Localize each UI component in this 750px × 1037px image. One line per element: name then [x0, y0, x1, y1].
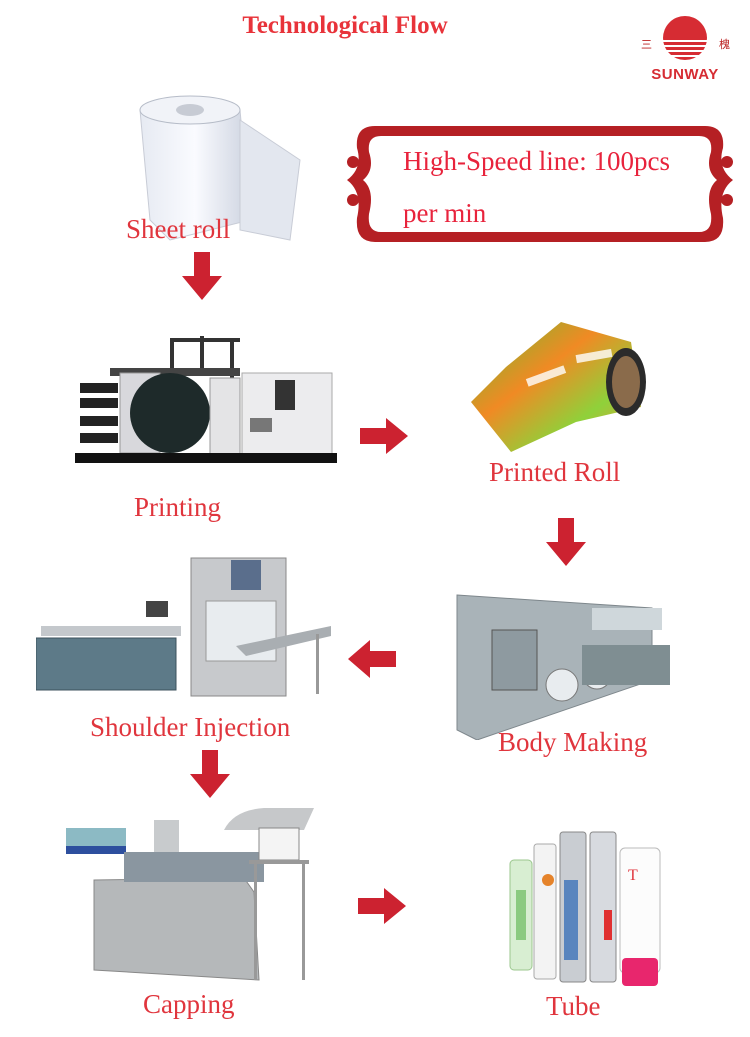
- speed-banner: High-Speed line: 100pcs per min: [345, 118, 735, 250]
- tube-brand-mark: T: [628, 867, 638, 884]
- step-label-tube: Tube: [546, 991, 601, 1021]
- arrow-left-icon: [346, 638, 398, 685]
- banner-line-2: per min: [403, 198, 487, 228]
- printing-machine-image: [70, 328, 342, 468]
- sun-logo-icon: [663, 16, 707, 60]
- shoulder-injection-machine-image: [35, 556, 336, 700]
- ornate-frame-icon: [347, 126, 733, 242]
- body-making-machine-image: [452, 590, 674, 741]
- logo-cjk-right: 槐: [719, 39, 730, 51]
- arrow-right-icon: [356, 886, 408, 931]
- arrow-down-icon: [544, 516, 588, 573]
- capping-machine-image: [64, 800, 324, 985]
- arrow-right-icon: [358, 416, 410, 461]
- step-label-printed-roll: Printed Roll: [489, 457, 621, 487]
- sunway-logo: 三 槐 SUNWAY: [635, 14, 735, 86]
- arrow-down-icon: [180, 250, 224, 307]
- film-roll-image: [130, 90, 310, 250]
- step-label-capping: Capping: [143, 989, 235, 1019]
- banner-line-1: High-Speed line: 100pcs: [403, 146, 670, 176]
- step-label-sheet-roll: Sheet roll: [126, 214, 231, 244]
- step-label-shoulder-injection: Shoulder Injection: [90, 712, 291, 742]
- logo-cjk-left: 三: [641, 39, 652, 51]
- arrow-down-icon: [188, 748, 232, 805]
- page-title: Technological Flow: [242, 12, 448, 39]
- step-label-body-making: Body Making: [498, 727, 648, 757]
- printed-roll-image: [466, 312, 656, 452]
- logo-brand-text: SUNWAY: [651, 66, 719, 83]
- tubes-image: T: [508, 830, 676, 990]
- step-label-printing: Printing: [134, 492, 222, 522]
